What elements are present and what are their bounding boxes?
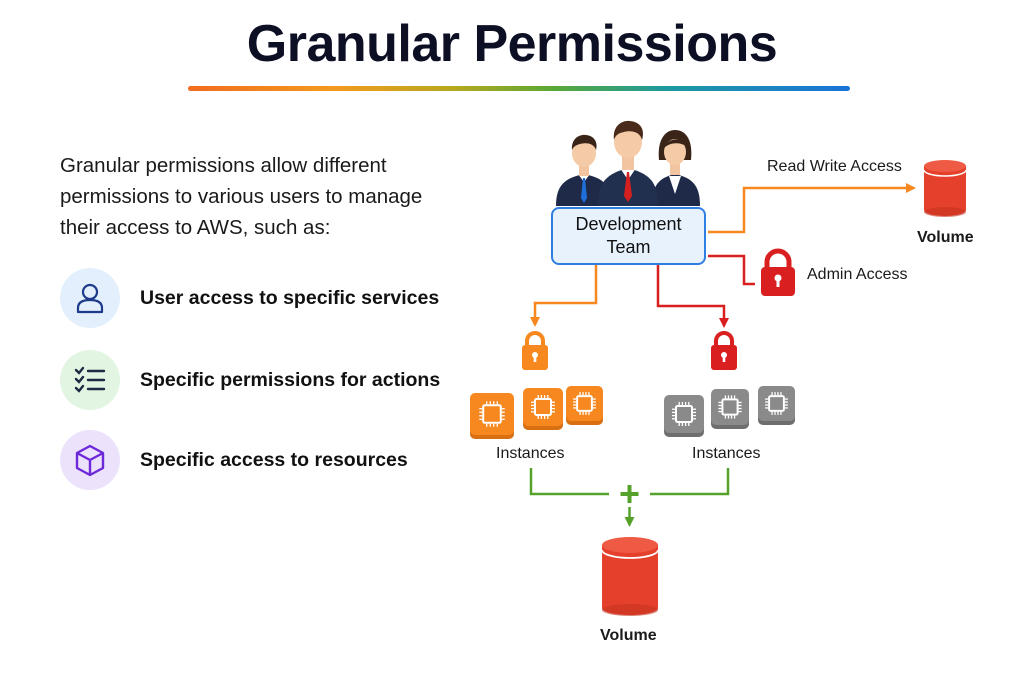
admin-connector: [708, 254, 755, 286]
volume-top-label: Volume: [917, 229, 974, 246]
instances-left-label: Instances: [496, 445, 565, 462]
plus-icon: [620, 485, 639, 503]
orange-instance-chip: [523, 388, 563, 430]
orange-instance-chip: [470, 393, 514, 439]
intro-text: Granular permissions allow different per…: [60, 154, 423, 239]
page-title: Granular Permissions: [246, 15, 778, 73]
checklist-icon: [60, 350, 120, 410]
team-label-line2: Team: [606, 237, 651, 257]
volume-top-icon: [923, 160, 967, 217]
title-gradient-divider: [188, 86, 850, 91]
volume-bottom-icon: [601, 537, 659, 616]
feature-label: User access to specific services: [140, 286, 440, 309]
feature-label: Specific permissions for actions: [140, 368, 441, 391]
team-people-icon: [556, 120, 700, 206]
right-branch-connector: [656, 265, 729, 328]
admin-access-label: Admin Access: [807, 266, 908, 283]
orange-lock-icon: [522, 331, 548, 370]
feature-label: Specific access to resources: [140, 448, 408, 471]
user-icon: [60, 268, 120, 328]
left-branch-connector: [530, 265, 598, 327]
development-team-box: Development Team: [551, 207, 706, 265]
read-write-connector: [708, 183, 916, 234]
gray-instance-chip: [758, 386, 795, 425]
instances-right-label: Instances: [692, 445, 761, 462]
merge-connector-right: [650, 468, 730, 496]
gray-instance-chip: [711, 389, 749, 429]
feature-item-resources: Specific access to resources: [60, 430, 480, 490]
gray-instance-chip: [664, 395, 704, 437]
feature-item-user-access: User access to specific services: [60, 268, 480, 328]
red-lock-icon: [711, 331, 737, 370]
orange-instance-chip: [566, 386, 603, 425]
team-label-line1: Development: [575, 214, 682, 234]
merge-connector-left: [529, 468, 609, 496]
read-write-access-label: Read Write Access: [767, 158, 902, 175]
feature-item-permissions: Specific permissions for actions: [60, 350, 480, 410]
admin-lock-icon: [761, 248, 795, 296]
cube-icon: [60, 430, 120, 490]
volume-bottom-label: Volume: [600, 627, 657, 644]
